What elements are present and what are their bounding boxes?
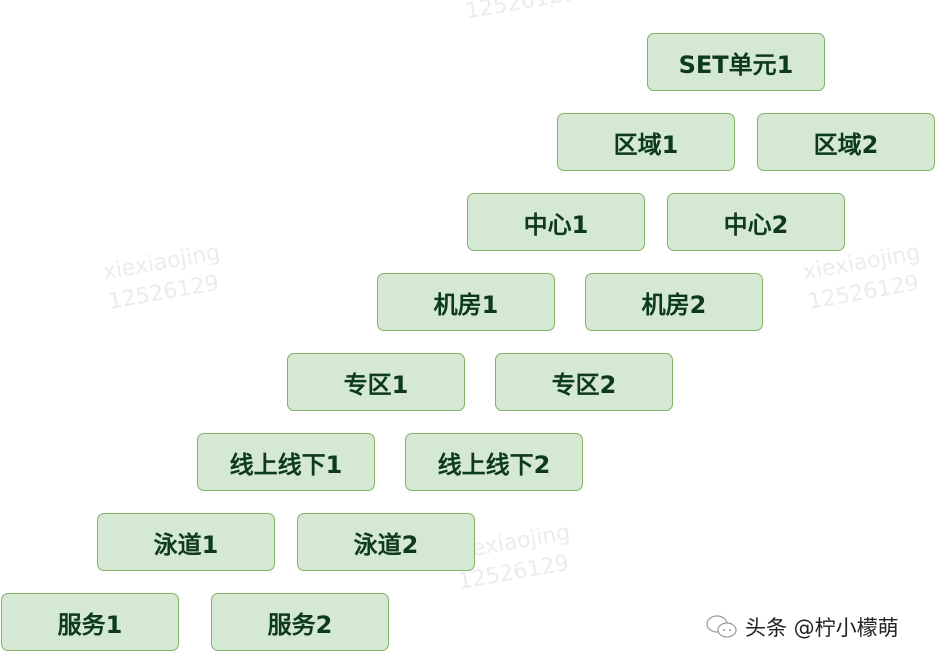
node-set-unit-1: SET单元1 — [647, 33, 825, 91]
wechat-icon — [706, 615, 737, 638]
node-region-1: 区域1 — [557, 113, 735, 171]
node-zone-1: 专区1 — [287, 353, 465, 411]
node-center-2: 中心2 — [667, 193, 845, 251]
watermark: 12526129 — [463, 0, 579, 25]
node-region-2: 区域2 — [757, 113, 935, 171]
node-zone-2: 专区2 — [495, 353, 673, 411]
node-service-1: 服务1 — [1, 593, 179, 651]
watermark: xiexiaojing 12526129 — [101, 240, 223, 315]
node-lane-1: 泳道1 — [97, 513, 275, 571]
node-room-1: 机房1 — [377, 273, 555, 331]
credit-text: 头条 @柠小檬萌 — [745, 616, 899, 640]
node-service-2: 服务2 — [211, 593, 389, 651]
credit: 头条 @柠小檬萌 — [705, 612, 899, 642]
node-room-2: 机房2 — [585, 273, 763, 331]
node-online-offline-2: 线上线下2 — [405, 433, 583, 491]
node-lane-2: 泳道2 — [297, 513, 475, 571]
node-center-1: 中心1 — [467, 193, 645, 251]
node-online-offline-1: 线上线下1 — [197, 433, 375, 491]
